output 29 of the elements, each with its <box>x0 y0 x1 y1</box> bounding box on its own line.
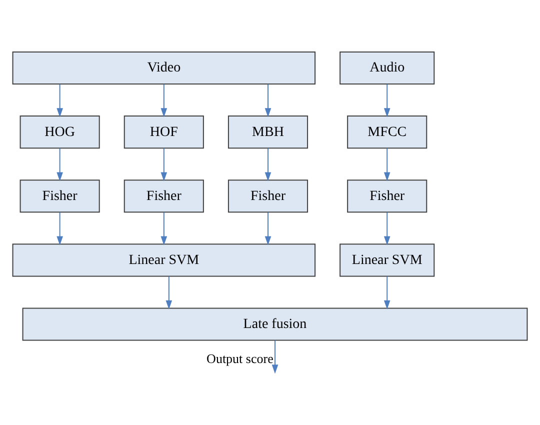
arrow <box>384 212 390 246</box>
arrow <box>56 84 63 118</box>
arrow <box>160 148 168 182</box>
edge-label: Output score <box>206 351 274 366</box>
node-box: Late fusion <box>22 308 528 341</box>
arrow <box>384 276 390 310</box>
arrow <box>166 276 172 310</box>
node-box: Fisher <box>347 180 428 213</box>
node-box: Linear SVM <box>12 244 316 277</box>
arrow <box>384 148 390 182</box>
node-box: Fisher <box>228 180 308 213</box>
arrow <box>56 148 63 182</box>
arrow <box>160 84 168 118</box>
arrow <box>384 84 390 118</box>
arrow <box>264 148 272 182</box>
arrow <box>272 340 278 374</box>
node-box: Linear SVM <box>340 244 435 277</box>
node-box: Audio <box>340 52 435 85</box>
node-box: Fisher <box>20 180 100 213</box>
arrow <box>264 84 272 118</box>
node-box: HOG <box>20 116 100 149</box>
arrow <box>160 212 168 246</box>
node-box: HOF <box>124 116 204 149</box>
node-box: Fisher <box>124 180 204 213</box>
arrow <box>264 212 272 246</box>
node-box: MFCC <box>347 116 428 149</box>
node-box: MBH <box>228 116 308 149</box>
arrow <box>56 212 63 246</box>
node-box: Video <box>12 52 316 85</box>
